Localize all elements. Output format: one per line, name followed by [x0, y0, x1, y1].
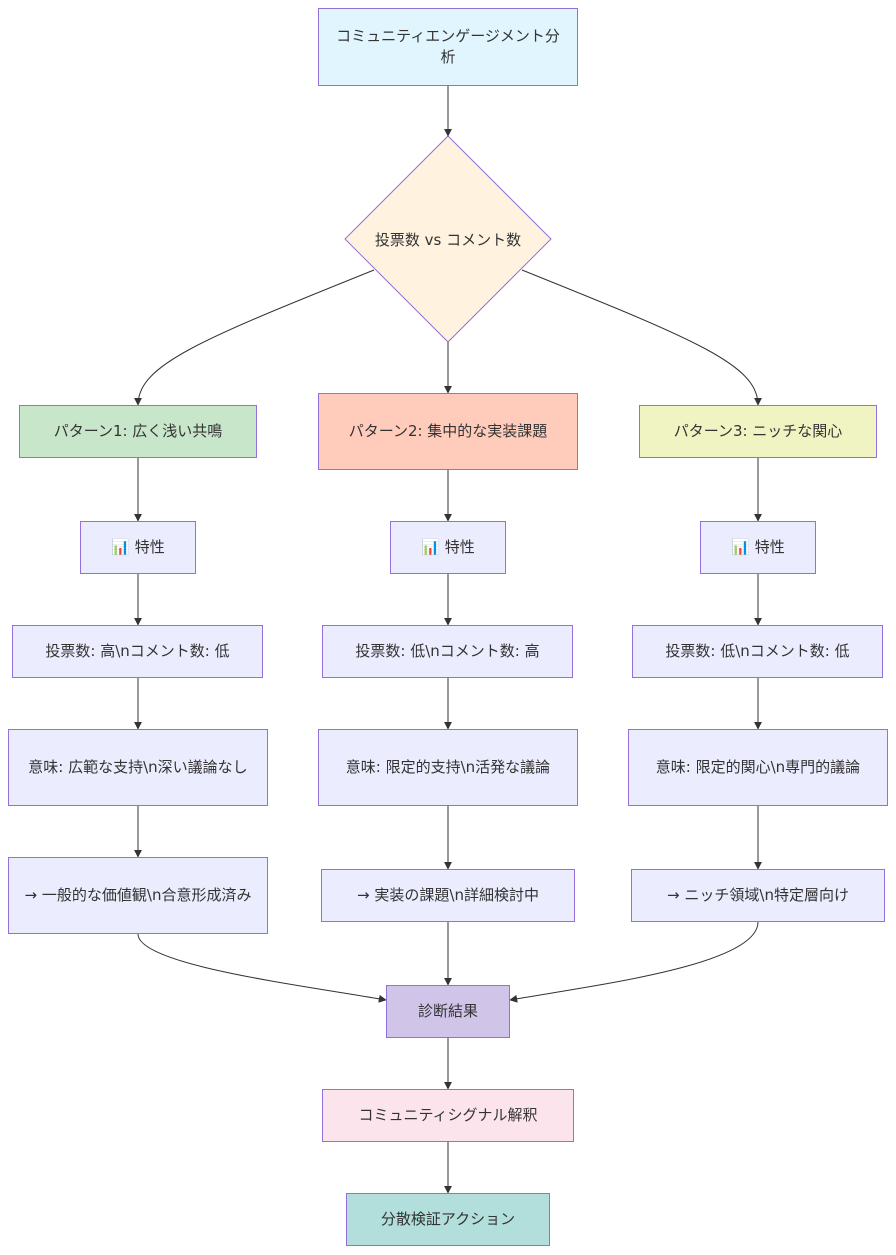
- diagnosis-label: 診断結果: [417, 1002, 478, 1020]
- trait3-label: 📊 特性: [731, 538, 785, 556]
- result1-node[interactable]: → 一般的な価値観\n合意形成済み: [8, 857, 268, 934]
- meaning1-node[interactable]: 意味: 広範な支持\n深い議論なし: [8, 729, 268, 806]
- root-node[interactable]: コミュニティエンゲージメント分析: [318, 8, 578, 86]
- result3-node[interactable]: → ニッチ領域\n特定層向け: [631, 869, 885, 922]
- meaning3-label: 意味: 限定的関心\n専門的議論: [655, 758, 861, 776]
- meaning2-label: 意味: 限定的支持\n活発な議論: [345, 758, 551, 776]
- trait1-node[interactable]: 📊 特性: [80, 521, 196, 574]
- decision-node-label: 投票数 vs コメント数: [374, 230, 522, 249]
- pattern3-label: パターン3: ニッチな関心: [673, 422, 843, 440]
- trait3-node[interactable]: 📊 特性: [700, 521, 816, 574]
- result2-label: → 実装の課題\n詳細検討中: [357, 886, 539, 904]
- pattern3-node[interactable]: パターン3: ニッチな関心: [639, 405, 877, 458]
- result3-label: → ニッチ領域\n特定層向け: [667, 886, 849, 904]
- pattern2-label: パターン2: 集中的な実装課題: [348, 422, 548, 440]
- edge-result3-to-diagnosis: [509, 921, 759, 1003]
- edge-result1-to-diagnosis: [137, 933, 387, 1003]
- metric2-node[interactable]: 投票数: 低\nコメント数: 高: [322, 625, 573, 678]
- pattern1-label: パターン1: 広く浅い共鳴: [53, 422, 223, 440]
- interpret-label: コミュニティシグナル解釈: [358, 1106, 538, 1124]
- metric2-label: 投票数: 低\nコメント数: 高: [355, 642, 540, 660]
- edge-decision-to-pattern3: [521, 269, 762, 406]
- action-node[interactable]: 分散検証アクション: [346, 1193, 550, 1246]
- result1-label: → 一般的な価値観\n合意形成済み: [24, 886, 252, 904]
- pattern1-node[interactable]: パターン1: 広く浅い共鳴: [19, 405, 257, 458]
- edge-decision-to-pattern1: [134, 269, 375, 406]
- meaning3-node[interactable]: 意味: 限定的関心\n専門的議論: [628, 729, 888, 806]
- root-node-label: コミュニティエンゲージメント分析: [336, 27, 560, 66]
- interpret-node[interactable]: コミュニティシグナル解釈: [322, 1089, 574, 1142]
- trait1-label: 📊 特性: [111, 538, 165, 556]
- metric3-node[interactable]: 投票数: 低\nコメント数: 低: [632, 625, 883, 678]
- meaning1-label: 意味: 広範な支持\n深い議論なし: [28, 758, 248, 776]
- metric3-label: 投票数: 低\nコメント数: 低: [665, 642, 850, 660]
- meaning2-node[interactable]: 意味: 限定的支持\n活発な議論: [318, 729, 578, 806]
- trait2-label: 📊 特性: [421, 538, 475, 556]
- result2-node[interactable]: → 実装の課題\n詳細検討中: [321, 869, 575, 922]
- pattern2-node[interactable]: パターン2: 集中的な実装課題: [318, 393, 578, 470]
- trait2-node[interactable]: 📊 特性: [390, 521, 506, 574]
- metric1-label: 投票数: 高\nコメント数: 低: [45, 642, 230, 660]
- action-label: 分散検証アクション: [380, 1210, 516, 1228]
- metric1-node[interactable]: 投票数: 高\nコメント数: 低: [12, 625, 263, 678]
- diagnosis-node[interactable]: 診断結果: [386, 985, 510, 1038]
